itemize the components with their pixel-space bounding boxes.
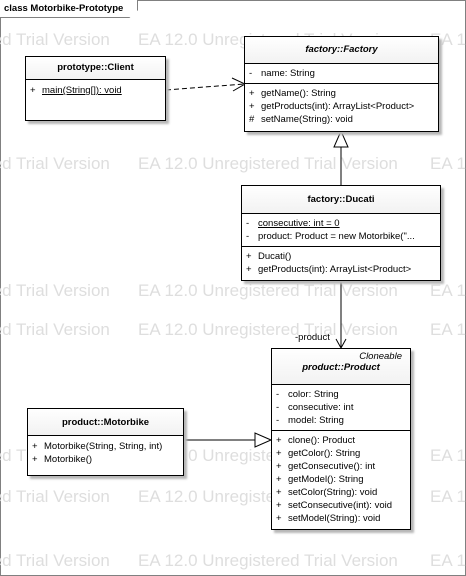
operation-row[interactable]: +getProducts(int): ArrayList<Product> (246, 264, 412, 275)
attribute-text: consecutive: int = 0 (258, 218, 340, 229)
class-client-name: prototype::Client (26, 57, 165, 80)
operation-row[interactable]: +getModel(): String (276, 474, 364, 485)
operation-signature: Ducati() (258, 251, 292, 262)
operation-row[interactable]: +getName(): String (249, 88, 336, 99)
attribute-row[interactable]: -consecutive: int = 0 (246, 218, 340, 229)
operation-row[interactable]: +getProducts(int): ArrayList<Product> (249, 101, 415, 112)
class-motorbike[interactable]: product::Motorbike +Motorbike(String, St… (27, 408, 184, 476)
operation-signature: getConsecutive(): int (288, 461, 376, 472)
operation-row[interactable]: +main(String[]): void (30, 85, 122, 96)
generalization-arrowhead (254, 432, 273, 448)
class-ducati-operations: +Ducati() +getProducts(int): ArrayList<P… (242, 247, 440, 279)
operation-signature: Motorbike() (44, 454, 93, 465)
attribute-row[interactable]: -model: String (276, 415, 344, 426)
class-client-operations: +main(String[]): void (26, 80, 165, 100)
operation-row[interactable]: +getColor(): String (276, 448, 361, 459)
attribute-text: color: String (288, 389, 339, 400)
class-client[interactable]: prototype::Client +main(String[]): void (25, 56, 166, 121)
attribute-row[interactable]: -consecutive: int (276, 402, 354, 413)
operation-signature: setConsecutive(int): void (288, 500, 393, 511)
attribute-row[interactable]: -color: String (276, 389, 339, 400)
operation-row[interactable]: +Motorbike(String, String, int) (32, 441, 163, 452)
class-product-attributes: -color: String -consecutive: int -model:… (272, 385, 410, 431)
attribute-text: model: String (288, 415, 344, 426)
class-product-name: Cloneable product::Product (272, 349, 410, 385)
operation-row[interactable]: +setColor(String): void (276, 487, 378, 498)
operation-row[interactable]: +getConsecutive(): int (276, 461, 376, 472)
class-factory-attributes: -name: String (245, 64, 438, 84)
class-product[interactable]: Cloneable product::Product -color: Strin… (271, 348, 411, 530)
operation-row[interactable]: +setConsecutive(int): void (276, 500, 393, 511)
operation-signature: getModel(): String (288, 474, 364, 485)
operation-row[interactable]: +Ducati() (246, 251, 292, 262)
diagram-frame-title: class Motorbike-Prototype (0, 0, 138, 18)
class-motorbike-operations: +Motorbike(String, String, int) +Motorbi… (28, 436, 183, 469)
class-ducati-attributes: -consecutive: int = 0 -product: Product … (242, 214, 440, 247)
association-role-label: -product (295, 332, 330, 343)
class-product-operations: +clone(): Product +getColor(): String +g… (272, 431, 410, 528)
operation-signature: setColor(String): void (288, 487, 378, 498)
operation-signature: setModel(String): void (288, 513, 381, 524)
attribute-row[interactable]: -product: Product = new Motorbike("... (246, 231, 415, 242)
generalization-arrowhead (333, 129, 349, 148)
class-ducati-name: factory::Ducati (242, 186, 440, 214)
attribute-text: product: Product = new Motorbike("... (258, 231, 415, 242)
operation-signature: Motorbike(String, String, int) (44, 441, 163, 452)
operation-signature: setName(String): void (261, 114, 353, 125)
attribute-row[interactable]: -name: String (249, 68, 315, 79)
operation-signature: getProducts(int): ArrayList<Product> (258, 264, 412, 275)
operation-row[interactable]: +Motorbike() (32, 454, 93, 465)
class-factory-name: factory::Factory (245, 37, 438, 64)
class-product-stereotype: Cloneable (359, 351, 402, 362)
operation-row[interactable]: +clone(): Product (276, 435, 356, 446)
operation-signature: getColor(): String (288, 448, 361, 459)
operation-signature: getProducts(int): ArrayList<Product> (261, 101, 415, 112)
attribute-text: name: String (261, 68, 315, 79)
attribute-text: consecutive: int (288, 402, 354, 413)
class-ducati[interactable]: factory::Ducati -consecutive: int = 0 -p… (241, 185, 441, 281)
client-factory-dependency-line (165, 83, 245, 91)
operation-row[interactable]: #setName(String): void (249, 114, 353, 125)
operation-signature: main(String[]): void (42, 85, 122, 96)
operation-row[interactable]: +setModel(String): void (276, 513, 381, 524)
class-motorbike-name: product::Motorbike (28, 409, 183, 436)
class-factory[interactable]: factory::Factory -name: String +getName(… (244, 36, 439, 132)
class-factory-operations: +getName(): String +getProducts(int): Ar… (245, 84, 438, 129)
operation-signature: clone(): Product (288, 435, 356, 446)
operation-signature: getName(): String (261, 88, 336, 99)
